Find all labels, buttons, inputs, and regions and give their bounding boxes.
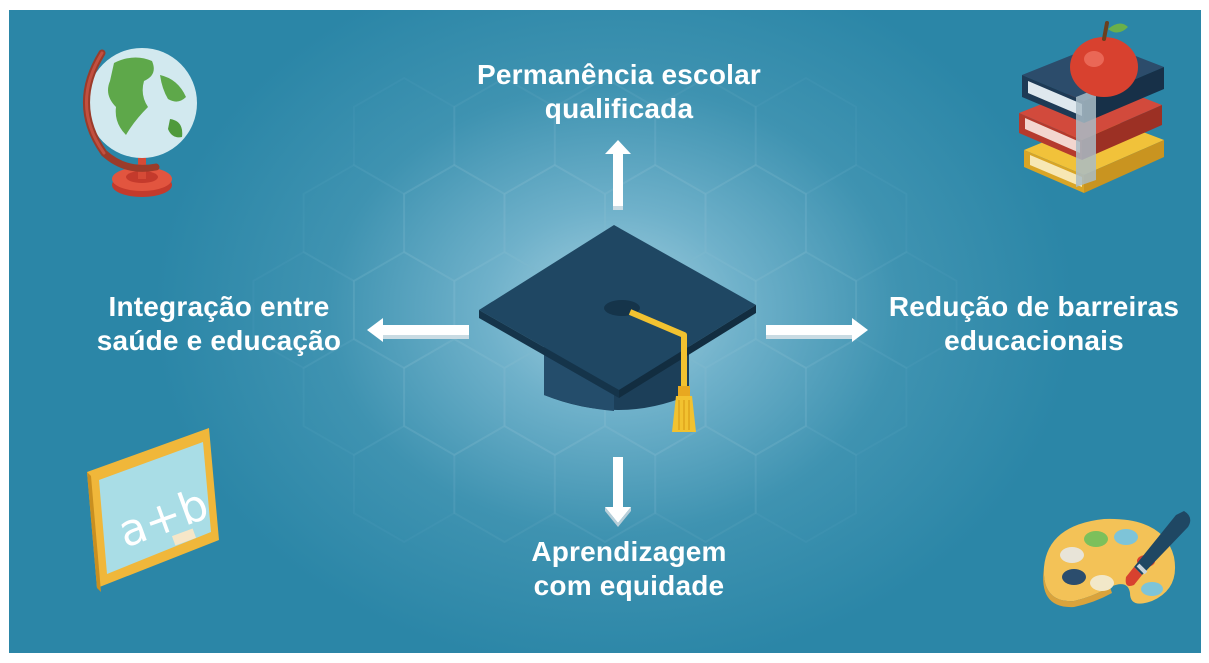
hexagon-cell bbox=[403, 163, 506, 283]
graduation-cap-icon bbox=[479, 225, 756, 432]
hexagon-cell bbox=[453, 424, 556, 544]
globe-icon bbox=[83, 48, 197, 197]
hexagon-cell bbox=[654, 424, 757, 544]
hexagon-cell bbox=[553, 76, 657, 196]
label-left-line1: Integração entre bbox=[108, 291, 330, 322]
label-right-line1: Redução de barreiras bbox=[888, 291, 1180, 322]
label-bottom-line1: Aprendizagem bbox=[531, 536, 727, 567]
label-left-line2: saúde e educação bbox=[96, 325, 342, 356]
hexagon-cell bbox=[654, 76, 757, 196]
paint-palette-icon bbox=[1043, 511, 1191, 608]
hexagon-cell bbox=[804, 337, 908, 457]
label-bottom-line2: com equidade bbox=[533, 570, 725, 601]
label-right-line2: educacionais bbox=[944, 325, 1124, 356]
hexagon-cell bbox=[704, 163, 807, 283]
hexagon-cell bbox=[302, 163, 406, 283]
arrow-up-icon bbox=[605, 140, 631, 210]
arrow-right-icon bbox=[766, 318, 868, 342]
hexagon-cell bbox=[352, 76, 456, 196]
hexagon-cell bbox=[302, 337, 406, 457]
hexagon-cell bbox=[855, 250, 958, 370]
arrow-left-icon bbox=[367, 318, 469, 342]
hexagon-cell bbox=[553, 424, 657, 544]
label-top-line2: qualificada bbox=[544, 93, 694, 124]
chalkboard-icon: a+b bbox=[87, 428, 219, 592]
label-integracao: Integração entre saúde e educação bbox=[69, 290, 369, 358]
label-reducao: Redução de barreiras educacionais bbox=[869, 290, 1199, 358]
label-permanencia: Permanência escolar qualificada bbox=[439, 58, 799, 126]
hexagon-cell bbox=[352, 424, 456, 544]
books-apple-icon bbox=[1019, 21, 1164, 193]
diagram-panel: Permanência escolar qualificada Integraç… bbox=[9, 10, 1201, 653]
hexagon-cell bbox=[252, 250, 355, 370]
hexagon-cell bbox=[754, 76, 858, 196]
hexagon-cell bbox=[754, 424, 858, 544]
label-top-line1: Permanência escolar bbox=[477, 59, 761, 90]
hexagon-cell bbox=[804, 163, 908, 283]
arrow-down-icon bbox=[605, 457, 631, 527]
hexagon-cell bbox=[704, 337, 807, 457]
hexagon-cell bbox=[453, 76, 556, 196]
hexagon-cell bbox=[754, 250, 858, 370]
label-aprendizagem: Aprendizagem com equidade bbox=[479, 535, 779, 603]
